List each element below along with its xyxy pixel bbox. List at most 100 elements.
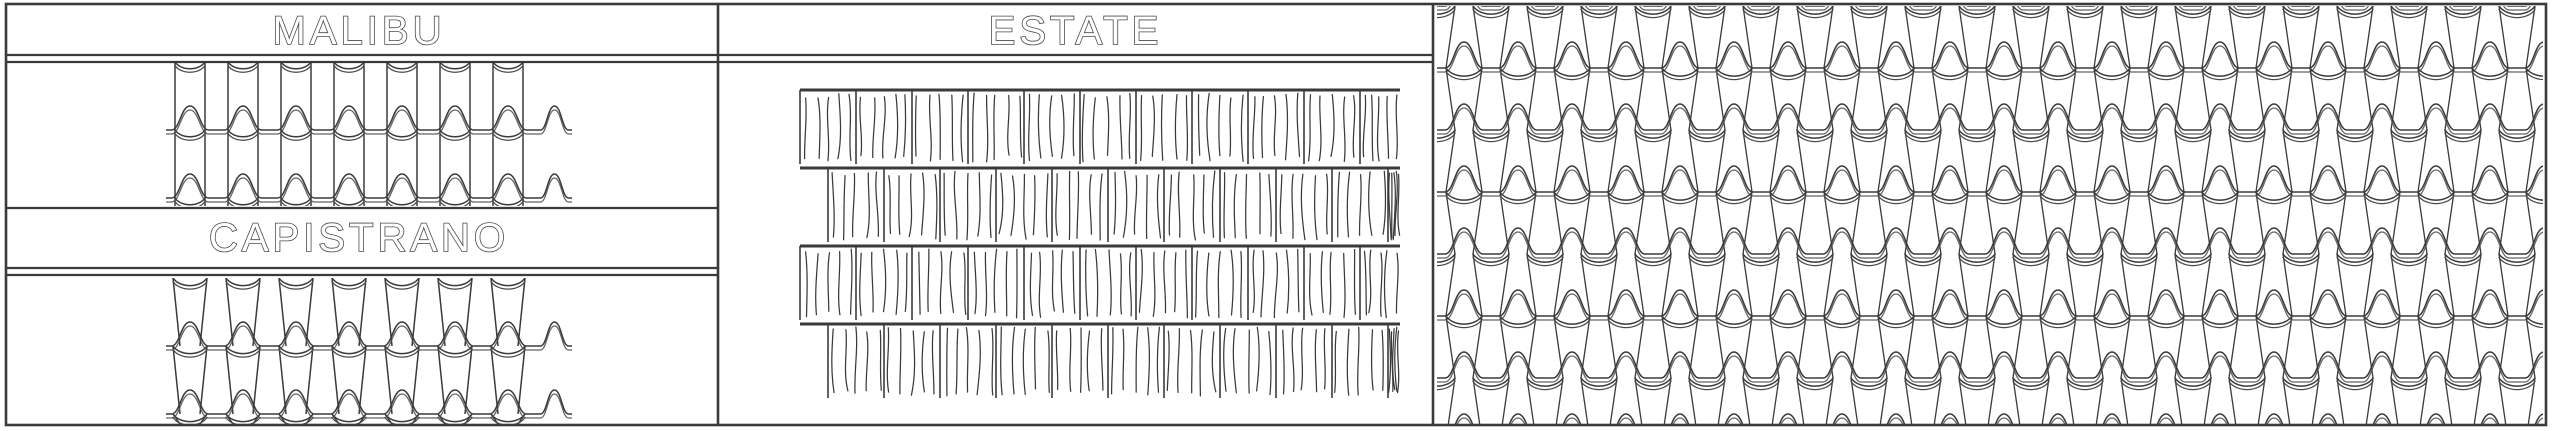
rib-cap-shadow-path bbox=[2012, 380, 2050, 391]
rib-cap-shadow-path bbox=[1796, 132, 1834, 143]
rib-cap bbox=[2147, 315, 2185, 325]
rib-cap bbox=[1634, 253, 1672, 263]
rib-cap-shadow bbox=[225, 348, 261, 358]
rib-cap-shadow-path bbox=[2201, 70, 2239, 81]
grain-stroke bbox=[1313, 175, 1318, 241]
rib-cap bbox=[2255, 315, 2293, 325]
grain-stroke bbox=[1033, 326, 1037, 390]
rib-cap-shadow bbox=[1742, 256, 1780, 267]
rib-cap-shadow bbox=[2255, 70, 2293, 81]
rib-cap bbox=[333, 197, 365, 206]
rib-edge-right bbox=[2311, 377, 2320, 424]
rib-cap-shadow bbox=[1823, 194, 1861, 205]
grain-stroke bbox=[899, 327, 902, 395]
rib-cap-shadow-path bbox=[2309, 70, 2347, 81]
grain-stroke bbox=[1160, 94, 1164, 161]
rib-cap-shadow-path bbox=[1742, 380, 1780, 391]
rib-edge-left bbox=[2012, 377, 2021, 424]
rib-cap-shadow-path bbox=[2390, 8, 2428, 19]
rib-cap bbox=[1634, 377, 1672, 387]
rib-cap bbox=[2066, 377, 2104, 387]
rib-cap-shadow bbox=[1634, 380, 1672, 391]
rib-cap-shadow bbox=[490, 348, 526, 358]
rib-cap bbox=[2553, 254, 2560, 262]
rib-cap-shadow bbox=[1499, 318, 1537, 329]
grain-stroke bbox=[1202, 174, 1205, 234]
rib-cap bbox=[172, 278, 208, 287]
rib-cap bbox=[1742, 6, 1780, 15]
rib-edge-right bbox=[1931, 129, 1942, 193]
rib-cap bbox=[2309, 315, 2347, 325]
grain-stroke bbox=[1291, 173, 1294, 239]
rib-edge-right bbox=[1445, 253, 1456, 317]
rib-cap-shadow-path bbox=[1437, 256, 1456, 267]
grain-stroke bbox=[1297, 248, 1300, 313]
rib-cap-shadow-path bbox=[1365, 134, 1401, 142]
rib-cap bbox=[2444, 6, 2482, 15]
grain-stroke bbox=[904, 252, 908, 313]
rib-cap bbox=[1688, 6, 1726, 15]
rib-cap-shadow bbox=[1472, 380, 1510, 391]
rib-edge-right bbox=[2147, 6, 2158, 69]
grain-stroke bbox=[1346, 171, 1351, 238]
rib-cap bbox=[437, 278, 473, 287]
rib-cap bbox=[1715, 315, 1753, 325]
grain-stroke bbox=[1011, 326, 1016, 395]
rib-cap-shadow bbox=[384, 416, 420, 424]
rib-edge-right bbox=[2363, 129, 2374, 193]
rib-edge-right bbox=[2363, 253, 2374, 317]
grain-stroke bbox=[1185, 95, 1189, 161]
rib-cap-shadow bbox=[2039, 70, 2077, 81]
rib-edge-left bbox=[2553, 6, 2560, 68]
rib-cap-shadow-path bbox=[1904, 380, 1942, 391]
grain-stroke bbox=[1323, 328, 1326, 390]
rib-cap-shadow bbox=[2093, 70, 2131, 81]
rib-cap-shadow bbox=[1958, 380, 1996, 391]
grain-stroke bbox=[826, 96, 830, 162]
rib-cap-shadow-path bbox=[333, 132, 365, 141]
rib-cap-shadow bbox=[1526, 380, 1564, 391]
rib-cap-shadow-path bbox=[225, 280, 261, 290]
rib-cap bbox=[1769, 315, 1807, 325]
rib-cap-shadow bbox=[1472, 8, 1510, 19]
rib-cap-shadow bbox=[1985, 318, 2023, 329]
course-line-shadow bbox=[1437, 6, 2532, 11]
rib-cap bbox=[2498, 129, 2536, 139]
rib-cap-shadow-path bbox=[1904, 132, 1942, 143]
grain-stroke bbox=[865, 331, 869, 392]
grain-stroke bbox=[804, 251, 808, 318]
grain-stroke bbox=[1133, 175, 1138, 235]
rib-edge-right bbox=[2309, 129, 2320, 193]
grain-stroke bbox=[1089, 174, 1093, 235]
tile-rib bbox=[439, 62, 471, 206]
rib-cap-shadow bbox=[490, 280, 526, 290]
rib-cap-shadow-path bbox=[1688, 256, 1726, 267]
rib-cap bbox=[2417, 315, 2455, 325]
rib-cap bbox=[225, 345, 261, 355]
rib-edge-left bbox=[2553, 130, 2560, 192]
rib-cap-shadow bbox=[1904, 256, 1942, 267]
rib-edge-left bbox=[1526, 129, 1537, 193]
rib-cap-shadow bbox=[227, 132, 259, 141]
grain-stroke bbox=[939, 251, 943, 315]
rib-cap-shadow bbox=[1526, 8, 1564, 19]
rib-edge-right bbox=[305, 345, 314, 415]
grain-stroke bbox=[927, 248, 930, 313]
grain-stroke bbox=[1211, 331, 1217, 393]
rib-cap bbox=[1607, 67, 1645, 77]
rib-cap-shadow bbox=[1445, 194, 1483, 205]
rib-cap-shadow bbox=[280, 132, 312, 141]
rib-edge-right bbox=[2525, 253, 2536, 317]
rib-cap-shadow bbox=[2228, 8, 2266, 19]
rib-cap-shadow-path bbox=[2228, 132, 2266, 143]
rib-cap bbox=[2039, 315, 2077, 325]
profile-inner bbox=[166, 62, 572, 206]
grain-stroke bbox=[872, 97, 876, 159]
rib-cap-shadow-path bbox=[1526, 8, 1564, 19]
grain-stroke bbox=[1152, 251, 1156, 318]
rib-cap bbox=[2093, 67, 2131, 77]
rib-edge-left bbox=[1472, 377, 1481, 424]
sheet-frame bbox=[4, 2, 2548, 427]
rib-cap-shadow-path bbox=[2174, 256, 2212, 267]
rib-edge-right bbox=[252, 278, 261, 347]
